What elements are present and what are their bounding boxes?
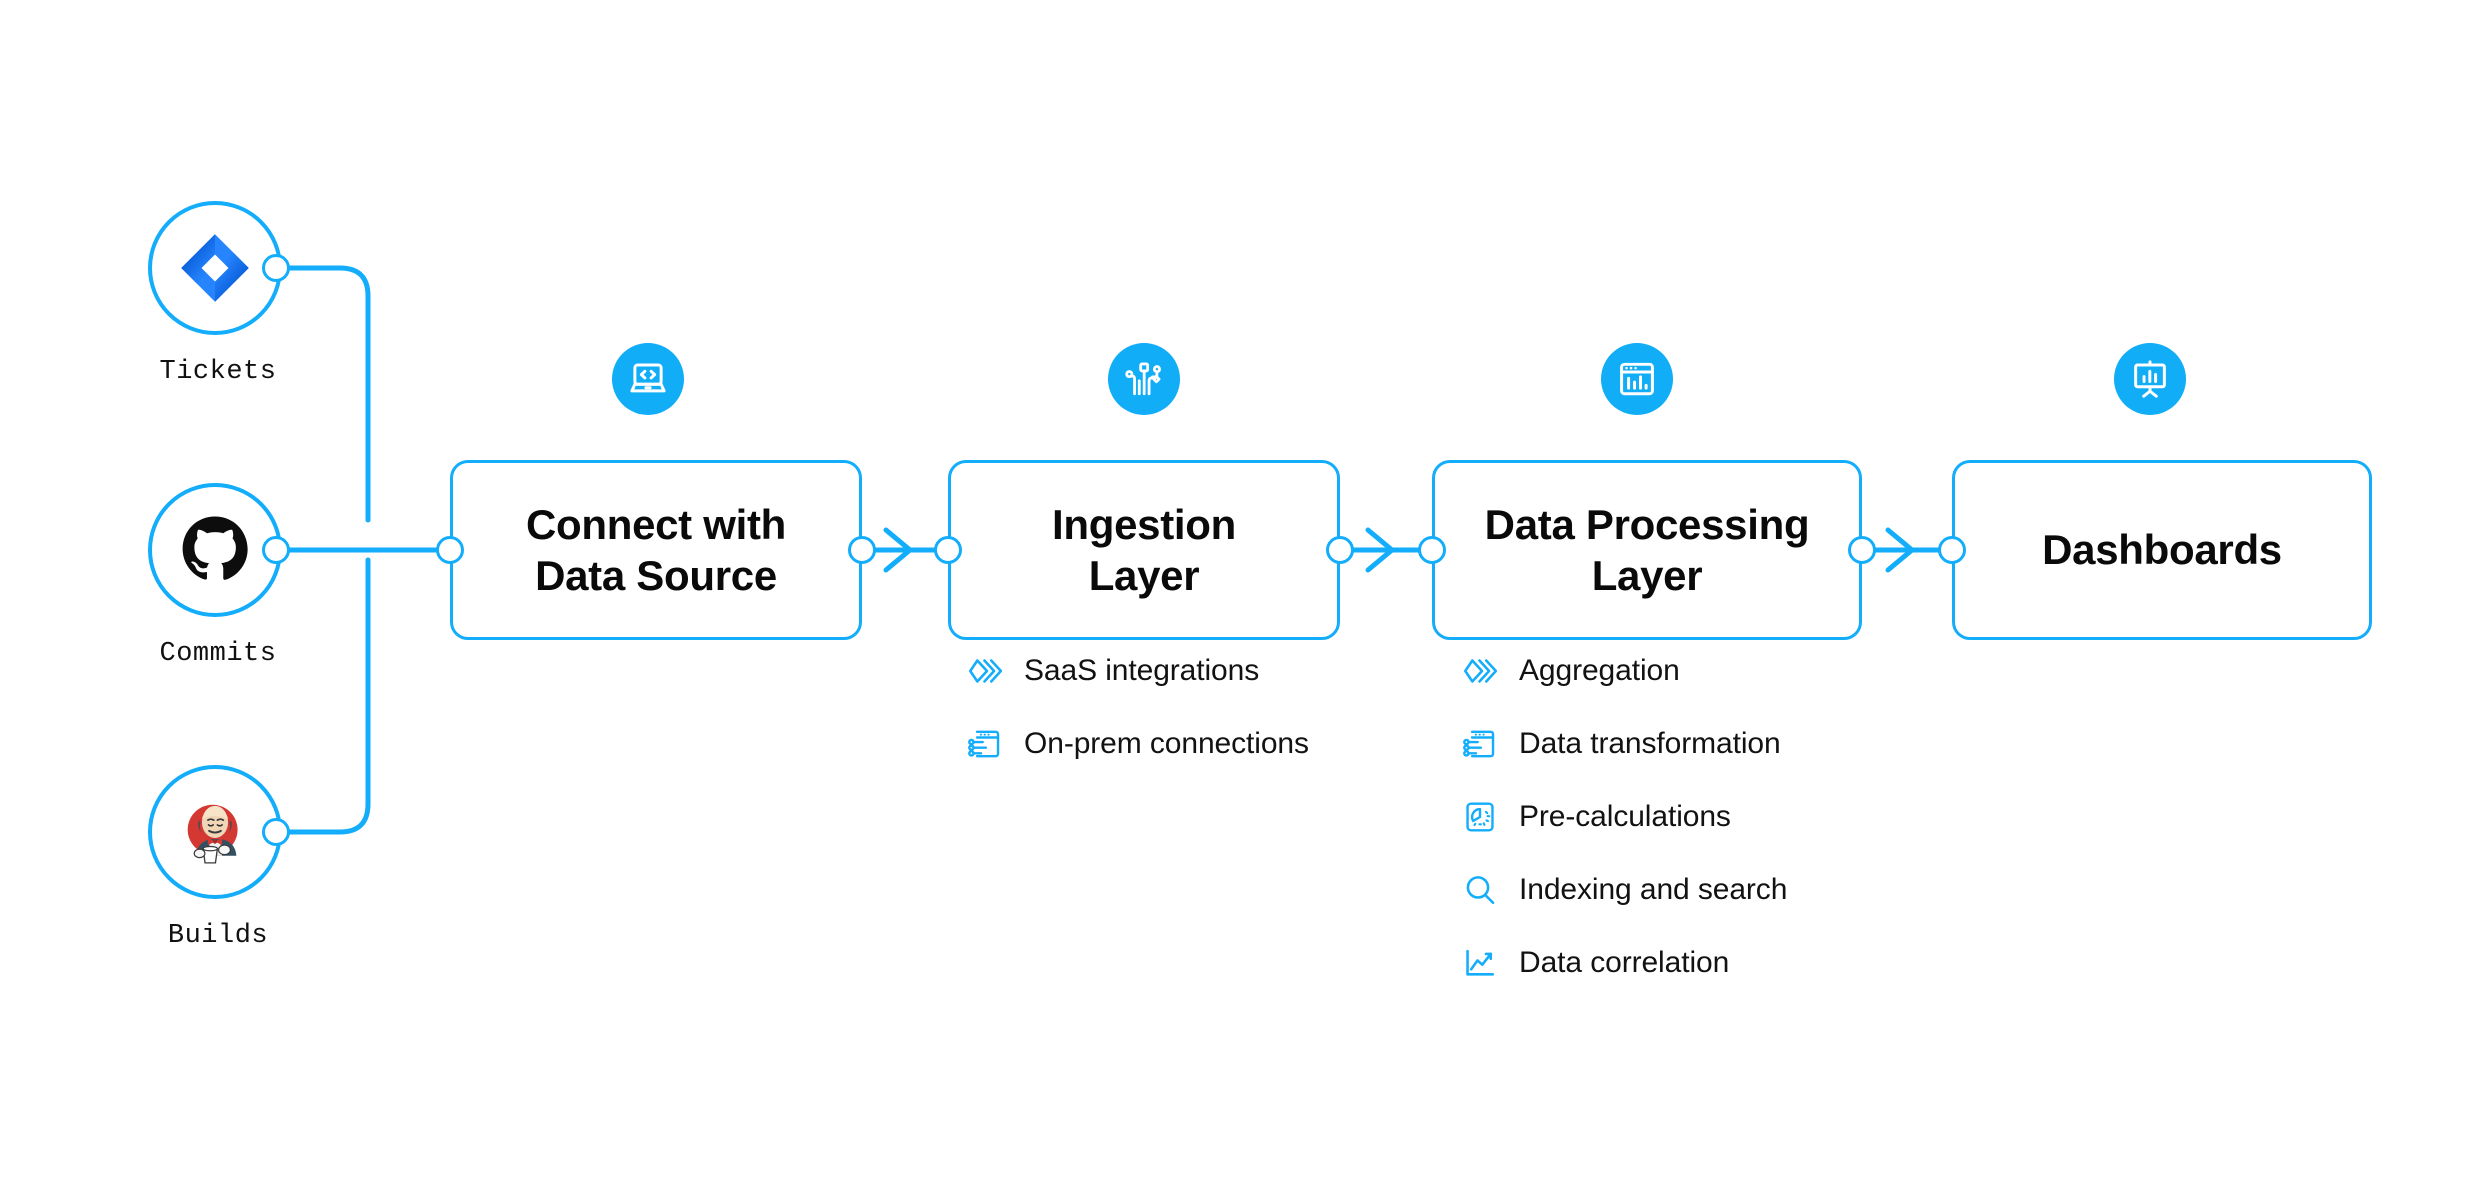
port-connect-out	[848, 536, 876, 564]
stage-title-line: Dashboards	[2042, 526, 2282, 574]
stage-title-line: Layer	[1591, 552, 1703, 599]
stage-title-ingestion-layer: Ingestion Layer	[1034, 499, 1254, 601]
feature-item-indexing-and-search[interactable]: Indexing and search	[1463, 867, 1787, 913]
stage-title-line: Data Processing	[1484, 500, 1810, 548]
stage-box-data-processing-layer[interactable]: Data Processing Layer	[1432, 460, 1862, 640]
gauge-calc-icon	[1463, 800, 1497, 834]
source-node-commits[interactable]: Commits	[148, 483, 288, 669]
feature-item-data-correlation[interactable]: Data correlation	[1463, 940, 1787, 986]
port-connect-in	[436, 536, 464, 564]
circuit-network-icon	[1125, 362, 1161, 396]
jira-logo-icon	[181, 234, 249, 302]
source-circle-builds	[148, 765, 282, 899]
port-tickets-out	[262, 254, 290, 282]
wire-builds-to-trunk	[287, 557, 371, 835]
feature-label: Data transformation	[1519, 727, 1781, 760]
port-processing-in	[1418, 536, 1446, 564]
stage-box-ingestion-layer[interactable]: Ingestion Layer	[948, 460, 1340, 640]
feature-label: SaaS integrations	[1024, 654, 1260, 687]
server-settings-icon	[1463, 727, 1497, 761]
magnifier-icon	[1463, 873, 1497, 907]
feature-label: Pre-calculations	[1519, 800, 1731, 833]
port-ingestion-in	[934, 536, 962, 564]
stage-title-data-processing-layer: Data Processing Layer	[1467, 499, 1828, 601]
port-commits-out	[262, 536, 290, 564]
arrowhead-connect-to-ingestion	[883, 527, 913, 573]
layers-chevron-icon	[968, 654, 1002, 688]
layers-chevron-icon	[1463, 654, 1497, 688]
source-label-commits: Commits	[159, 639, 277, 669]
feature-label: Data correlation	[1519, 946, 1730, 979]
feature-item-saas-integrations[interactable]: SaaS integrations	[968, 648, 1309, 694]
source-node-builds[interactable]: Builds	[148, 765, 288, 951]
port-ingestion-out	[1326, 536, 1354, 564]
server-settings-icon	[968, 727, 1002, 761]
feature-label: On-prem connections	[1024, 727, 1309, 760]
stage-icon-dashboards	[2114, 343, 2186, 415]
stage-box-dashboards[interactable]: Dashboards	[1952, 460, 2372, 640]
line-chart-icon	[1463, 946, 1497, 980]
stage-title-dashboards: Dashboards	[2024, 524, 2300, 575]
feature-item-on-prem-connections[interactable]: On-prem connections	[968, 721, 1309, 767]
stage-title-line: Ingestion	[1052, 500, 1236, 548]
stage-title-line: Layer	[1088, 552, 1200, 599]
arrowhead-ingestion-to-processing	[1365, 527, 1395, 573]
port-dashboards-in	[1938, 536, 1966, 564]
browser-barchart-icon	[1620, 362, 1654, 396]
feature-item-pre-calculations[interactable]: Pre-calculations	[1463, 794, 1787, 840]
github-logo-icon	[182, 516, 248, 580]
port-processing-out	[1848, 536, 1876, 564]
presentation-chart-icon	[2134, 360, 2166, 398]
stage-icon-data-processing-layer	[1601, 343, 1673, 415]
feature-list-ingestion-layer: SaaS integrations On-prem conne	[968, 648, 1309, 794]
feature-list-data-processing-layer: Aggregation Data transformation	[1463, 648, 1787, 1013]
stage-title-line: Connect with	[525, 500, 787, 548]
stage-title-line: Data Source	[535, 552, 777, 599]
stage-box-connect-with-data-source[interactable]: Connect with Data Source	[450, 460, 862, 640]
jenkins-logo-icon	[187, 804, 238, 864]
source-node-tickets[interactable]: Tickets	[148, 201, 288, 387]
source-label-tickets: Tickets	[159, 357, 277, 387]
feature-label: Aggregation	[1519, 654, 1680, 687]
port-builds-out	[262, 818, 290, 846]
laptop-code-icon	[630, 363, 666, 393]
stage-icon-ingestion-layer	[1108, 343, 1180, 415]
wire-tickets-to-trunk	[287, 265, 371, 523]
feature-item-aggregation[interactable]: Aggregation	[1463, 648, 1787, 694]
source-label-builds: Builds	[167, 921, 269, 951]
feature-item-data-transformation[interactable]: Data transformation	[1463, 721, 1787, 767]
feature-label: Indexing and search	[1519, 873, 1788, 906]
stage-icon-connect-with-data-source	[612, 343, 684, 415]
stage-title-connect-with-data-source: Connect with Data Source	[508, 499, 804, 601]
arrowhead-processing-to-dashboards	[1885, 527, 1915, 573]
